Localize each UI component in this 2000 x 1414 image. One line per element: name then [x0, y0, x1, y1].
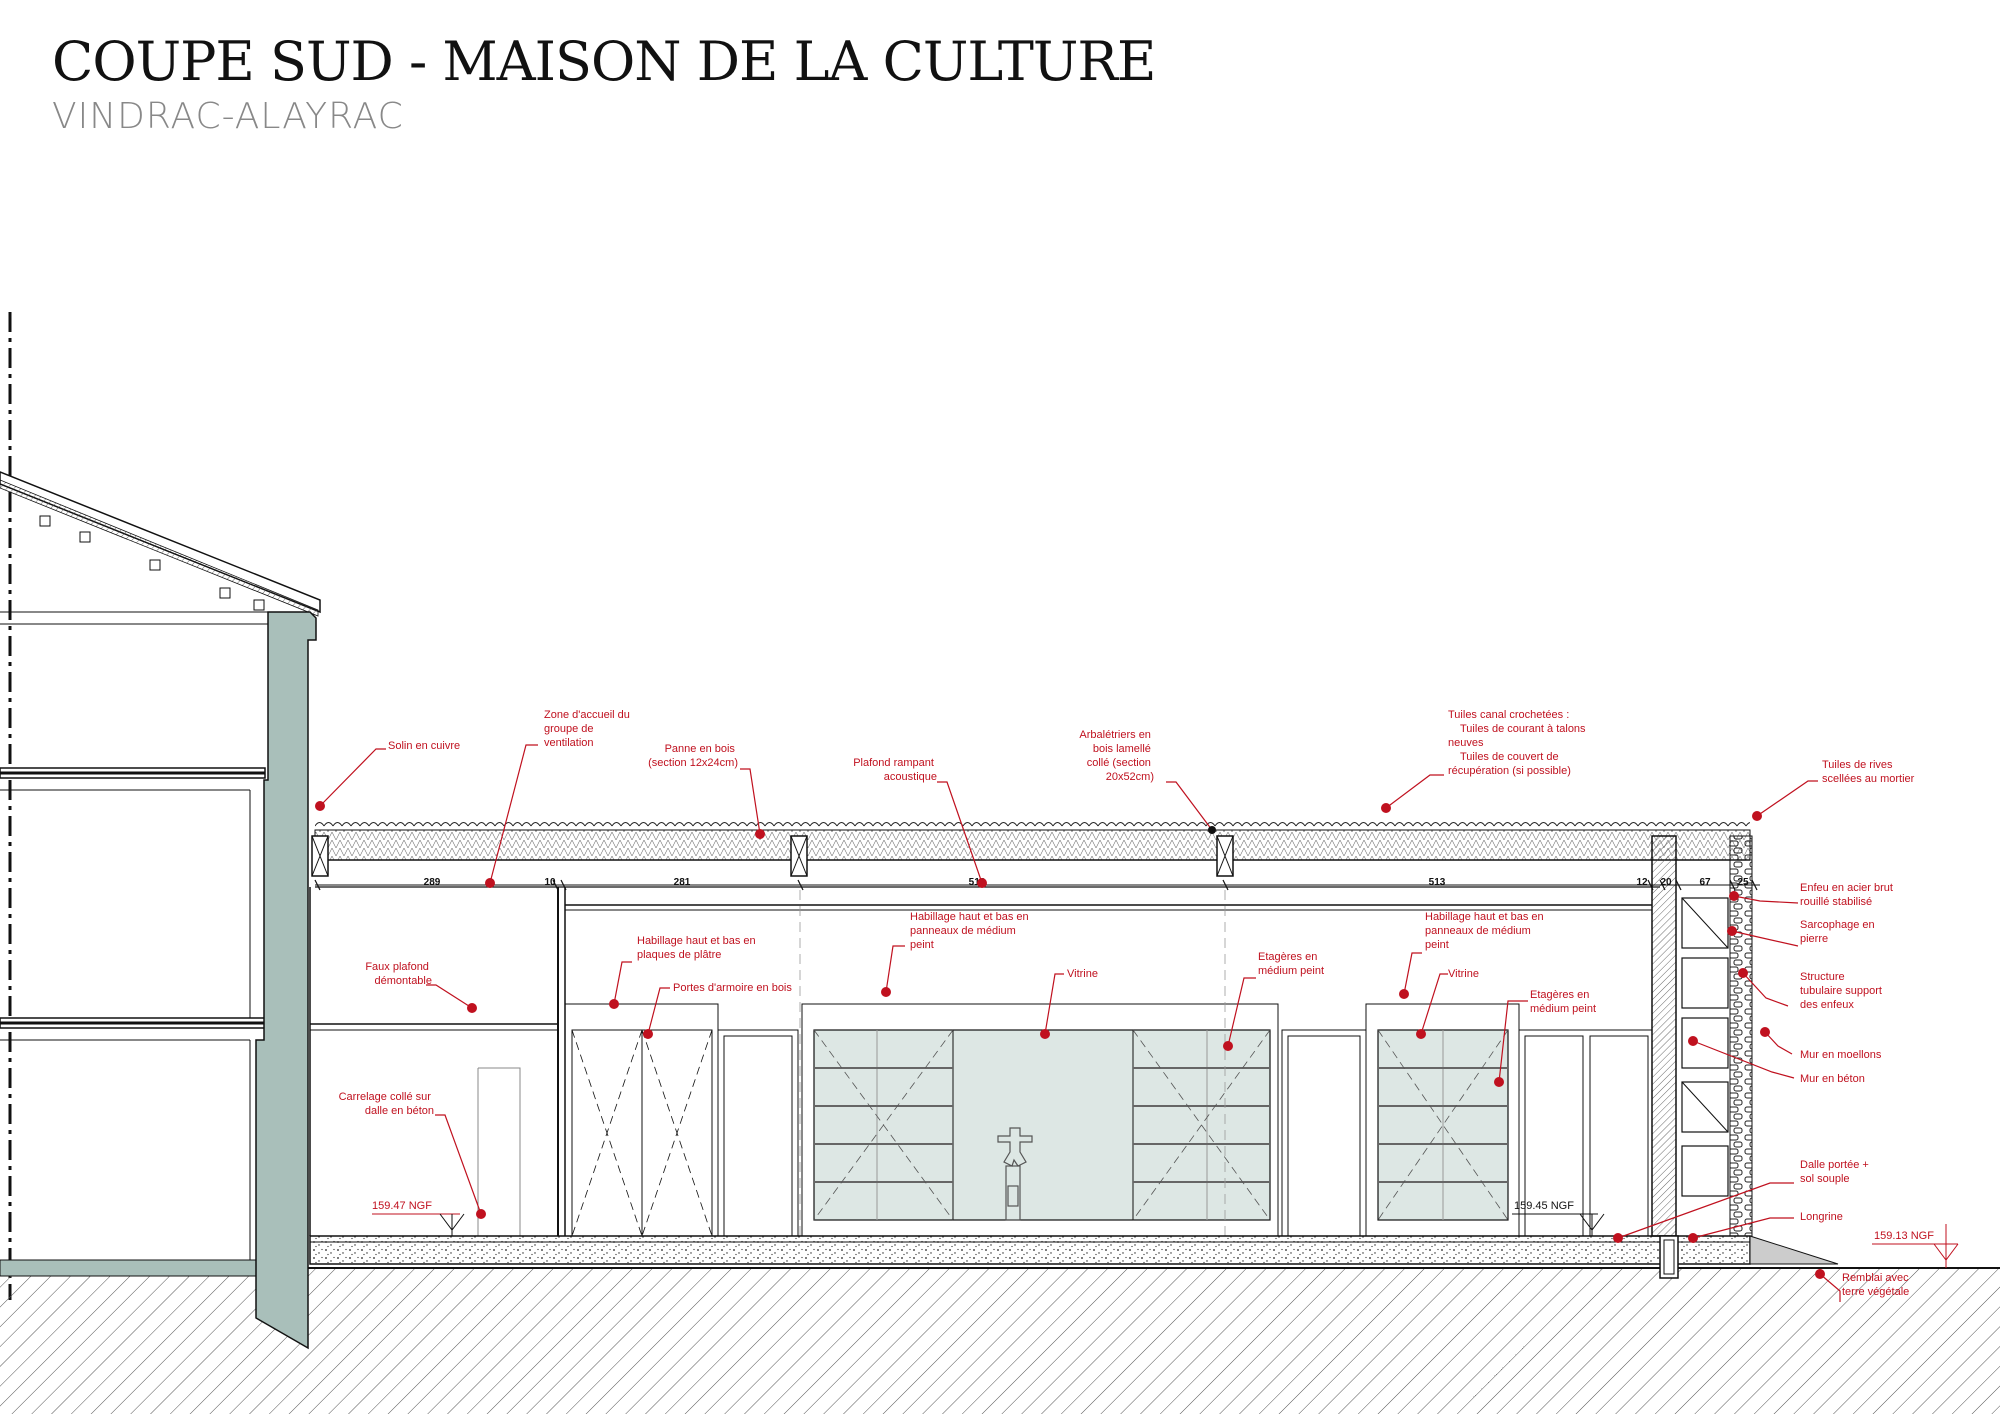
leader-etageres-1: [1227, 977, 1256, 1047]
leader-structure: [1742, 972, 1789, 1007]
label-remblai: Remblai avec terre végétale: [1842, 1272, 1912, 1298]
drawing-subtitle: VINDRAC-ALAYRAC: [52, 96, 404, 137]
level-left-label: 159.47 NGF: [372, 1200, 432, 1212]
leader-habillage-1: [885, 945, 905, 993]
label-portes: Portes d'armoire en bois: [673, 982, 792, 994]
dim-10: 10: [544, 877, 556, 888]
label-habillage-platre: Habillage haut et bas en plaques de plât…: [637, 935, 759, 961]
leader-tuiles-canal: [1385, 774, 1444, 809]
label-vitrine-2: Vitrine: [1448, 968, 1479, 980]
dim-289: 289: [424, 877, 441, 888]
leader-enfeu: [1733, 895, 1799, 904]
label-mur-moellons: Mur en moellons: [1800, 1049, 1882, 1061]
leader-moellons: [1764, 1031, 1793, 1055]
label-tuiles-canal: Tuiles canal crochetées : Tuiles de cour…: [1448, 709, 1589, 777]
label-mur-beton: Mur en béton: [1800, 1073, 1865, 1085]
dim-513: 513: [1429, 877, 1446, 888]
label-carrelage: Carrelage collé sur dalle en béton: [339, 1091, 434, 1117]
dim-12: 12: [1636, 877, 1648, 888]
leader-beton: [1692, 1040, 1795, 1079]
leader-plafond: [937, 781, 983, 884]
label-vitrine-1: Vitrine: [1067, 968, 1098, 980]
leader-arbaletriers: [1166, 781, 1213, 831]
leader-vitrine-2: [1420, 973, 1448, 1035]
label-longrine: Longrine: [1800, 1211, 1843, 1223]
dim-281: 281: [674, 877, 691, 888]
leader-faux-plafond: [426, 984, 473, 1009]
label-structure: Structure tubulaire support des enfeux: [1800, 971, 1885, 1011]
leader-habillage-platre: [613, 961, 632, 1005]
annotations: [319, 744, 1841, 1302]
label-etageres-1: Etagères en médium peint: [1258, 951, 1324, 977]
dim-20: 20: [1660, 877, 1672, 888]
new-interior: [309, 887, 1653, 1237]
leader-solin: [319, 748, 386, 807]
label-sarcophage: Sarcophage en pierre: [1800, 919, 1878, 945]
leader-vitrine-1: [1044, 973, 1064, 1035]
leader-zone-accueil: [489, 744, 538, 884]
label-plafond: Plafond rampant acoustique: [853, 757, 937, 783]
leader-portes: [647, 987, 670, 1035]
dimension-chain: [314, 879, 1760, 891]
label-etageres-2: Etagères en médium peint: [1530, 989, 1596, 1015]
drawing-title: COUPE SUD - MAISON DE LA CULTURE: [52, 30, 1156, 93]
label-habillage-1: Habillage haut et bas en panneaux de méd…: [910, 911, 1032, 951]
existing-building: [0, 471, 321, 1350]
label-arbaletriers: Arbalétriers en bois lamellé collé (sect…: [1079, 729, 1154, 783]
label-habillage-2: Habillage haut et bas en panneaux de méd…: [1425, 911, 1547, 951]
label-panne: Panne en bois (section 12x24cm): [648, 743, 738, 769]
leader-habillage-2: [1403, 952, 1422, 995]
annotation-dots: [315, 801, 1825, 1279]
dim-67: 67: [1699, 877, 1711, 888]
end-wall: [1651, 835, 1753, 1279]
statue-sculpture: [997, 1127, 1033, 1221]
leader-tuiles-rives: [1756, 780, 1818, 817]
floor-slab: [309, 1235, 1839, 1265]
level-right-label: 159.13 NGF: [1874, 1230, 1934, 1242]
level-marker-center: 159.45 NGF: [1512, 1200, 1605, 1236]
level-marker-right: 159.13 NGF: [1872, 1224, 1959, 1268]
leader-panne: [740, 768, 761, 835]
dim-25: 25: [1737, 877, 1749, 888]
label-tuiles-rives: Tuiles de rives scellées au mortier: [1822, 759, 1915, 785]
label-enfeu: Enfeu en acier brut rouillé stabilisé: [1800, 882, 1896, 908]
label-solin: Solin en cuivre: [388, 740, 460, 752]
leader-remblai: [1819, 1273, 1841, 1302]
leader-dalle: [1617, 1182, 1794, 1239]
level-center-label: 159.45 NGF: [1514, 1200, 1574, 1212]
leader-etageres-2: [1498, 1000, 1528, 1083]
leader-longrine: [1692, 1217, 1794, 1239]
new-roof: [311, 818, 1751, 888]
label-dalle-portee: Dalle portée + sol souple: [1800, 1159, 1872, 1185]
leader-sarcophage: [1731, 930, 1799, 947]
level-marker-left: 159.47 NGF: [372, 1200, 465, 1236]
label-zone-accueil: Zone d'accueil du groupe de ventilation: [544, 709, 633, 749]
label-faux-plafond: Faux plafond démontable: [365, 961, 432, 987]
leader-carrelage: [435, 1114, 482, 1215]
